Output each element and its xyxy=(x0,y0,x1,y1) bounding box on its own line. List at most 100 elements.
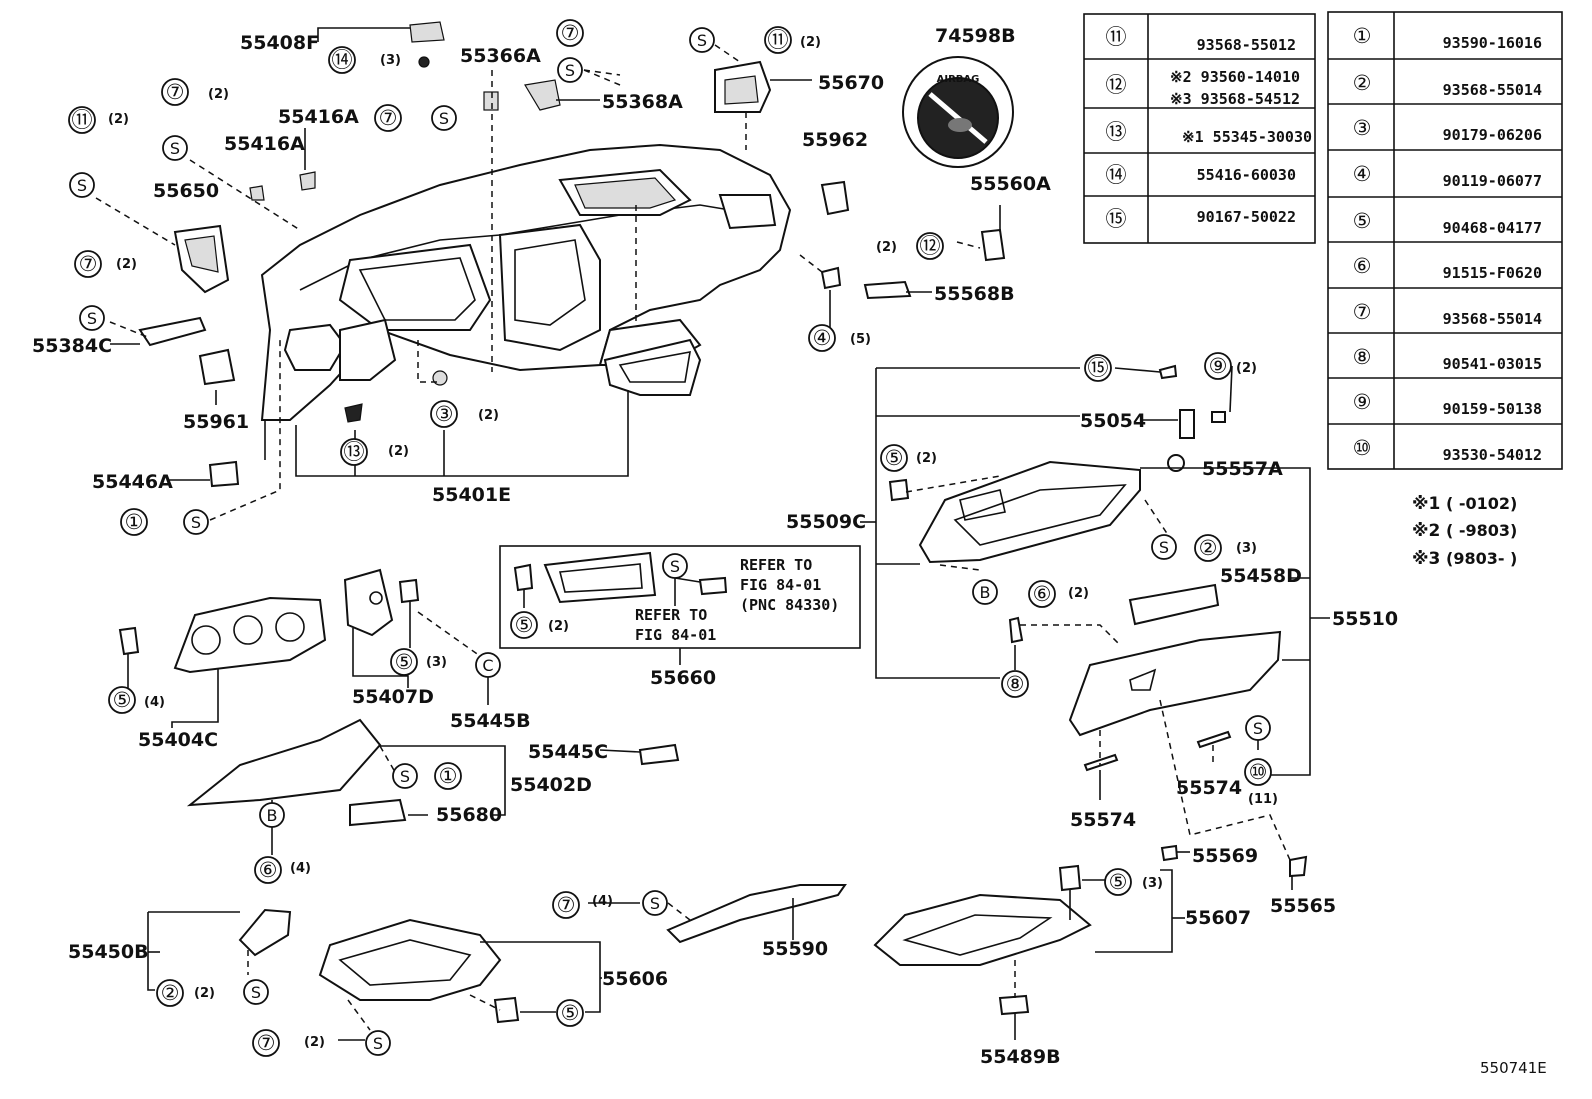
label-55565: 55565 xyxy=(1270,895,1336,917)
table-right-part-3: 90179-06206 xyxy=(1443,126,1542,144)
callout-circle xyxy=(662,553,688,579)
table-left-part-3: ※1 55345-30030 xyxy=(1182,128,1312,146)
symbol-S-callout: S xyxy=(662,553,688,579)
table-left-code-3: ⑬ xyxy=(1106,120,1127,144)
symbol-S-callout: S xyxy=(557,57,583,83)
table-right-code-4: ④ xyxy=(1353,162,1372,186)
callout-circle xyxy=(808,324,836,352)
callout-text: ④ xyxy=(813,326,832,350)
label-55607: 55607 xyxy=(1185,907,1251,929)
part-callout: ⑬ xyxy=(340,438,368,466)
table-left-code-2: ⑫ xyxy=(1106,73,1127,97)
callout-text: ⑤ xyxy=(1109,870,1128,894)
label-55384C: 55384C xyxy=(32,335,112,357)
callout-text: ⑥ xyxy=(1033,582,1052,606)
table-right-code-1: ① xyxy=(1353,24,1372,48)
symbol-S-callout: S xyxy=(69,172,95,198)
table-right-code-6: ⑥ xyxy=(1353,254,1372,278)
callout-circle xyxy=(1151,534,1177,560)
table-right-part-1: 93590-16016 xyxy=(1443,34,1542,52)
callout-circle xyxy=(556,999,584,1027)
part-callout: ② xyxy=(156,979,184,1007)
part-callout: ⑫ xyxy=(916,232,944,260)
callout-circle xyxy=(1028,580,1056,608)
part-callout: ⑤ xyxy=(108,686,136,714)
callout-text: ⑦ xyxy=(557,893,576,917)
part-callout: ① xyxy=(434,762,462,790)
qty-7-b: (2) xyxy=(116,257,137,272)
footnote-3-range: (9803- ) xyxy=(1446,549,1517,568)
label-55404C: 55404C xyxy=(138,729,218,751)
callout-text: S xyxy=(1159,538,1169,557)
label-55401E: 55401E xyxy=(432,484,511,506)
footnote-1-mark: ※1 xyxy=(1412,494,1440,514)
table-right-code-7: ⑦ xyxy=(1353,300,1372,324)
label-55416A-1: 55416A xyxy=(278,106,359,128)
label-55446A: 55446A xyxy=(92,471,173,493)
label-55569: 55569 xyxy=(1192,845,1258,867)
symbol-S-callout: S xyxy=(79,305,105,331)
part-callout: ⑦ xyxy=(74,250,102,278)
callout-circle xyxy=(1244,758,1272,786)
callout-circle xyxy=(642,890,668,916)
callout-text: ⑧ xyxy=(1006,672,1025,696)
callout-circle xyxy=(510,611,538,639)
label-55368A: 55368A xyxy=(602,91,683,113)
callout-text: S xyxy=(77,176,87,195)
callout-circle xyxy=(764,26,792,54)
footnote-3-mark: ※3 xyxy=(1412,549,1440,569)
refer-line-5: FIG 84-01 xyxy=(635,626,716,644)
callout-text: ⑤ xyxy=(561,1001,580,1025)
footnote-2-mark: ※2 xyxy=(1412,521,1440,541)
callout-text: ⑪ xyxy=(768,28,789,52)
callout-circle xyxy=(68,106,96,134)
part-callout: ⑤ xyxy=(1104,868,1132,896)
callout-text: S xyxy=(373,1034,383,1053)
callout-circle xyxy=(120,508,148,536)
callout-text: ⑪ xyxy=(72,108,93,132)
callout-text: ⑩ xyxy=(1249,760,1268,784)
callout-text: ⑦ xyxy=(79,252,98,276)
part-callout: ③ xyxy=(430,400,458,428)
instrument-panel-drawing xyxy=(260,143,792,460)
callout-text: S xyxy=(670,557,680,576)
callout-circle xyxy=(254,856,282,884)
qty-4: (5) xyxy=(850,332,871,347)
part-callout: ⑤ xyxy=(880,444,908,472)
table-right-part-6: 91515-F0620 xyxy=(1443,264,1542,282)
airbag-label-disc: AIRBAG xyxy=(902,56,1014,168)
part-labels: 55408F 55366A 55368A 55670 74598B 55416A… xyxy=(32,25,1547,1077)
callout-circle xyxy=(1204,352,1232,380)
label-55509C: 55509C xyxy=(786,511,866,533)
symbol-S-callout: S xyxy=(431,105,457,131)
callout-circle xyxy=(552,891,580,919)
symbol-S-callout: S xyxy=(1245,715,1271,741)
symbol-C-callout: C xyxy=(475,652,501,678)
part-callout: ② xyxy=(1194,534,1222,562)
table-right-part-2: 93568-55014 xyxy=(1443,81,1542,99)
callout-circle xyxy=(1104,868,1132,896)
symbol-S-callout: S xyxy=(162,135,188,161)
callout-text: ⑭ xyxy=(332,48,353,72)
callout-text: S xyxy=(439,109,449,128)
qty-6-b: (4) xyxy=(290,861,311,876)
qty-5-c: (3) xyxy=(426,655,447,670)
table-left-part-2b: ※3 93568-54512 xyxy=(1170,90,1300,108)
label-55568B: 55568B xyxy=(934,283,1015,305)
part-callout: ⑭ xyxy=(328,46,356,74)
callout-text: ③ xyxy=(435,402,454,426)
qty-5-a: (2) xyxy=(916,451,937,466)
part-callout: ① xyxy=(120,508,148,536)
callout-text: ⑥ xyxy=(259,858,278,882)
table-right-code-2: ② xyxy=(1353,71,1372,95)
callout-text: S xyxy=(400,767,410,786)
callout-circle xyxy=(374,104,402,132)
callout-text: ⑤ xyxy=(885,446,904,470)
symbol-S-callout: S xyxy=(392,763,418,789)
callout-text: C xyxy=(482,656,493,675)
callout-circle xyxy=(365,1030,391,1056)
refer-line-4: REFER TO xyxy=(635,606,707,624)
label-55407D: 55407D xyxy=(352,686,434,708)
